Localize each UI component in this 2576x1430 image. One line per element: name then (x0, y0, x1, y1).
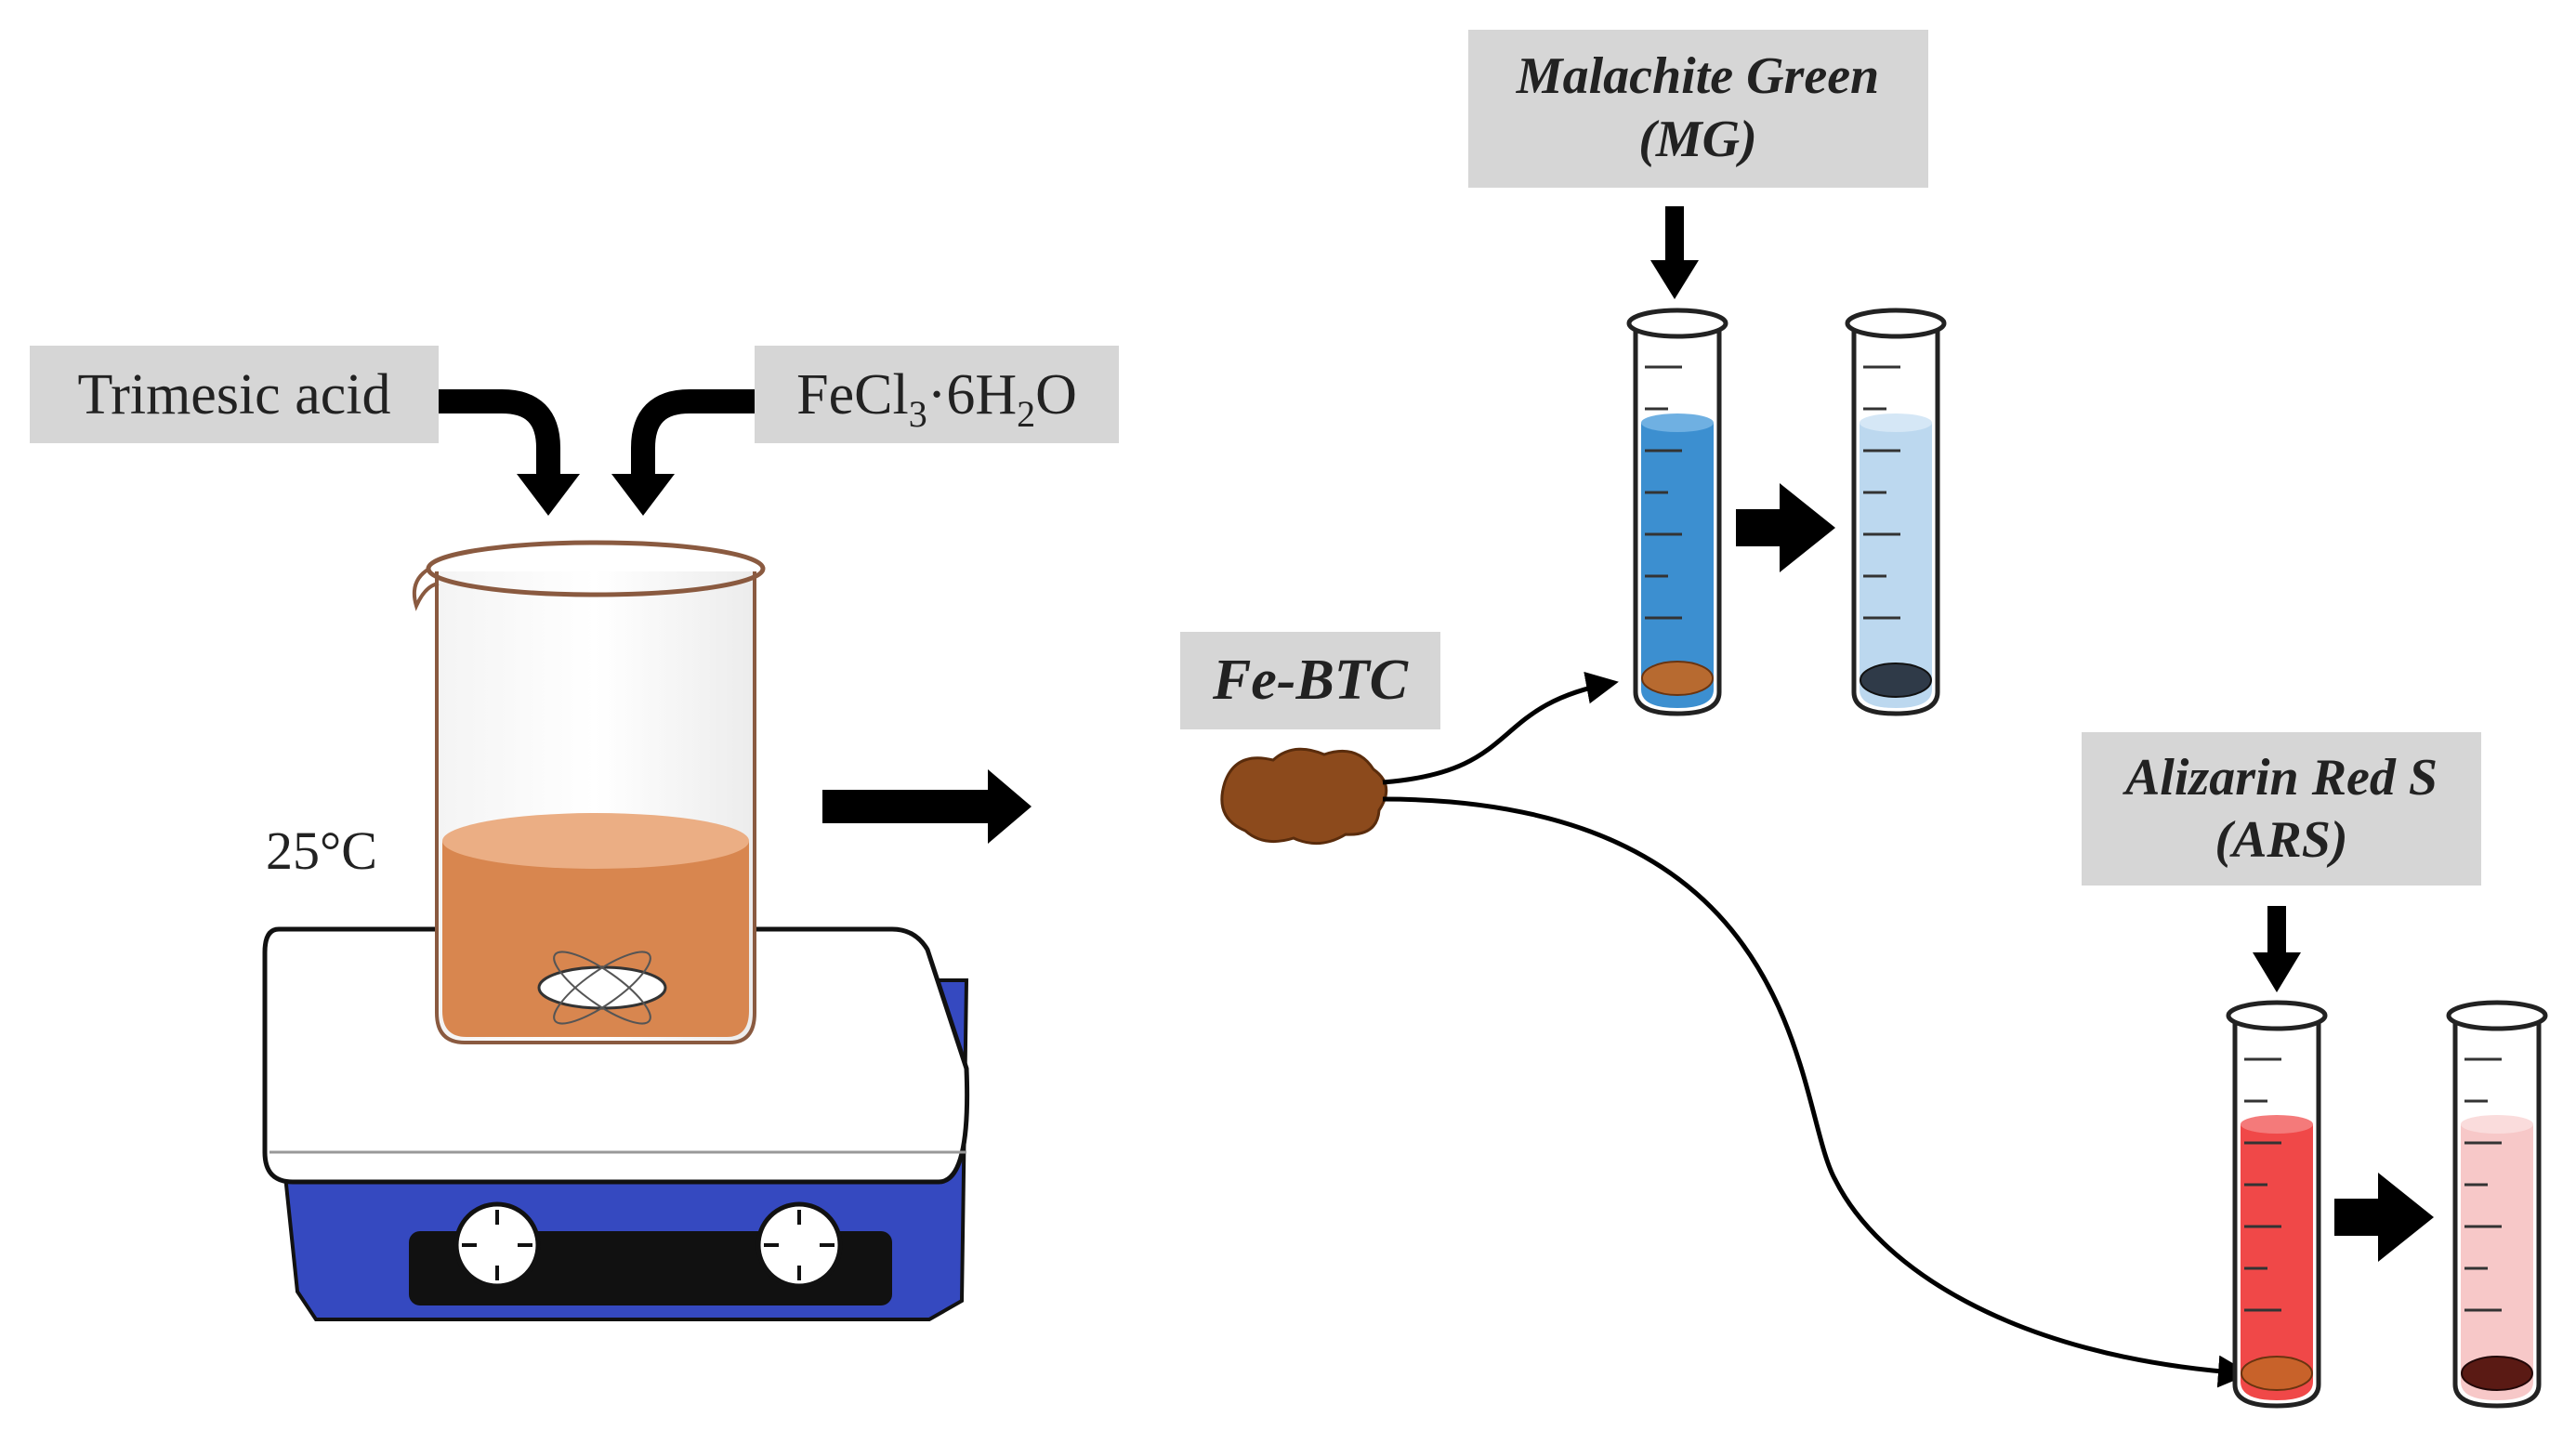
fecl3-part2: ·6H (927, 363, 1017, 426)
mg-down-arrowhead (1650, 260, 1699, 299)
fecl3-sub3: 3 (909, 393, 927, 435)
fecl3-arrowhead (611, 474, 675, 516)
ars-label: Alizarin Red S (ARS) (2082, 732, 2481, 886)
mg-adsorbent-before (1641, 661, 1714, 696)
beaker-solution-surface (442, 813, 749, 869)
mg-solution-after (1860, 423, 1932, 708)
ars-solution-after (2461, 1124, 2533, 1400)
fe-btc-label: Fe-BTC (1180, 632, 1440, 729)
ars-solution-before (2241, 1124, 2313, 1400)
fecl3-arrow (631, 389, 755, 476)
stir-bar-icon (537, 951, 667, 1025)
fecl3-part1: FeCl (796, 363, 909, 426)
ars-tube-after (2446, 1000, 2548, 1409)
beaker (412, 540, 766, 1044)
fe-btc-powder (1220, 747, 1388, 846)
mg-text-line2: (MG) (1638, 111, 1757, 168)
trimesic-acid-arrow (439, 389, 560, 476)
fe-btc-box (1180, 632, 1440, 729)
ars-text-line1: Alizarin Red S (2123, 749, 2438, 807)
ars-adsorbent-before (2241, 1356, 2313, 1391)
ars-transition-arrow-shaft (2334, 1199, 2381, 1236)
temperature-label: 25°C (266, 820, 377, 881)
mg-transition-arrowhead (1780, 483, 1835, 572)
ars-text-line2: (ARS) (2215, 811, 2347, 869)
ars-down-arrow-shaft (2267, 906, 2286, 954)
mg-label: Malachite Green (MG) (1468, 30, 1928, 188)
trimesic-acid-text: Trimesic acid (78, 363, 391, 426)
trimesic-acid-arrowhead (517, 474, 580, 516)
fecl3-label: FeCl3·6H2O (755, 346, 1119, 443)
path-to-mg (1382, 671, 1619, 785)
fecl3-part3: O (1035, 363, 1077, 426)
path-to-ars (1382, 796, 2251, 1388)
mg-transition-arrow-shaft (1736, 509, 1782, 546)
fe-btc-text: Fe-BTC (1212, 649, 1409, 712)
mg-adsorbent-after (1860, 663, 1932, 698)
mg-down-arrow-shaft (1665, 206, 1684, 262)
knob-left-icon (453, 1201, 541, 1289)
mg-solution-before (1641, 423, 1714, 708)
mg-text-line1: Malachite Green (1516, 47, 1879, 105)
fecl3-box (755, 346, 1119, 443)
ars-tube-before (2226, 1000, 2328, 1409)
fecl3-sub2: 2 (1017, 393, 1035, 435)
process-arrow-shaft (822, 790, 990, 823)
mg-tube-before (1626, 308, 1728, 716)
beaker-solution (442, 841, 749, 1037)
ars-transition-arrowhead (2378, 1173, 2434, 1262)
fecl3-text: FeCl3·6H2O (796, 363, 1077, 435)
mg-box (1468, 30, 1928, 188)
trimesic-acid-box (30, 346, 439, 443)
ars-box (2082, 732, 2481, 886)
knob-right-icon (756, 1201, 843, 1289)
beaker-spout (412, 567, 440, 611)
trimesic-acid-label: Trimesic acid (30, 346, 439, 443)
ars-adsorbent-after (2461, 1356, 2533, 1391)
ars-down-arrowhead (2253, 952, 2301, 992)
mg-tube-after (1845, 308, 1947, 716)
process-arrowhead (988, 769, 1032, 844)
